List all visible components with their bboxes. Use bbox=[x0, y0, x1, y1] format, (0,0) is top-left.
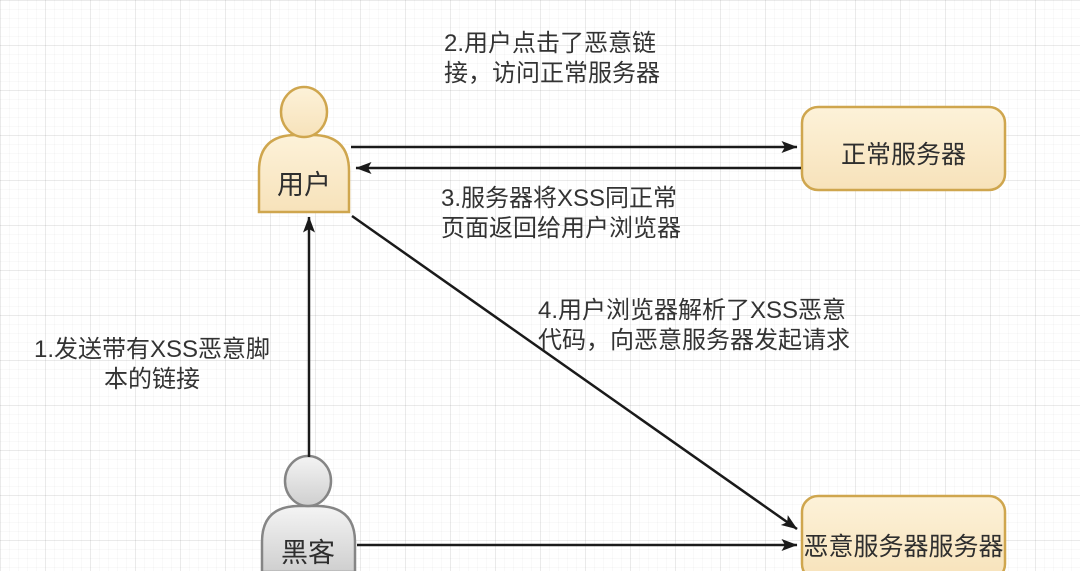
malicious-server-label: 恶意服务器服务器 bbox=[803, 533, 1004, 561]
normal-server-label: 正常服务器 bbox=[840, 141, 966, 169]
hacker-actor bbox=[260, 454, 357, 571]
user-label: 用户 bbox=[277, 170, 331, 200]
malicious-server-node bbox=[800, 494, 1007, 571]
hacker-label: 黑客 bbox=[281, 538, 335, 568]
user-actor-head bbox=[279, 85, 329, 139]
annotation-step1: 1.发送带有XSS恶意脚 本的链接 bbox=[33, 336, 271, 393]
user-actor bbox=[257, 85, 351, 214]
hacker-actor-body bbox=[260, 504, 357, 571]
normal-server-node bbox=[800, 105, 1007, 192]
arrow-user-to-malicious-server bbox=[351, 214, 798, 531]
annotation-step3: 3.服务器将XSS同正常 页面返回给用户浏览器 bbox=[441, 185, 681, 242]
hacker-actor-head bbox=[283, 454, 333, 508]
annotation-step2: 2.用户点击了恶意链 接，访问正常服务器 bbox=[444, 30, 660, 87]
annotation-step4: 4.用户浏览器解析了XSS恶意 代码，向恶意服务器发起请求 bbox=[538, 297, 850, 354]
